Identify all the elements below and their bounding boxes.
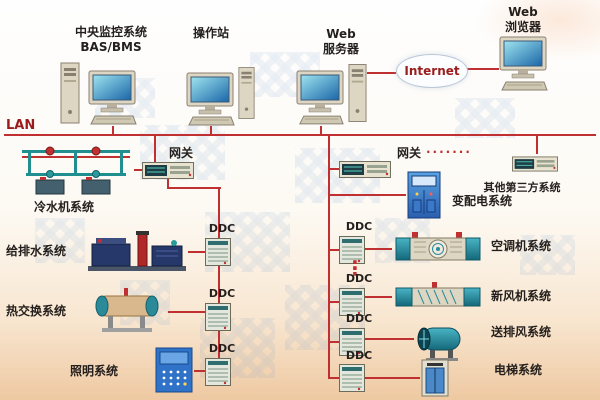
bus-continuation-dots: ⋮ — [345, 256, 365, 280]
lighting-system-label: 照明系统 — [69, 364, 118, 378]
ahu-system-label: 空调机系统 — [490, 239, 551, 253]
left-gateway-device — [142, 162, 194, 179]
right-gateway-label: 网关 — [396, 146, 421, 160]
connector-line — [329, 168, 339, 170]
connector-line — [210, 126, 212, 134]
connector-line — [365, 377, 420, 379]
connector-line — [167, 179, 169, 189]
lighting-panel-graphic — [154, 346, 194, 394]
operator-station-computer — [186, 64, 256, 126]
connector-line — [329, 249, 339, 251]
ddc-label: DDC — [208, 342, 236, 355]
connector-line — [365, 338, 414, 340]
operator-station-label: 操作站 — [192, 26, 229, 40]
power-cabinet-graphic — [406, 170, 442, 220]
connector-line — [329, 194, 406, 196]
connector-line — [365, 248, 392, 250]
ddc-controller — [339, 364, 365, 392]
connector-line — [112, 126, 114, 134]
water-system-label: 给排水系统 — [5, 244, 66, 258]
connector-line — [194, 370, 205, 372]
ddc-label: DDC — [345, 220, 373, 233]
ddc-controller — [205, 303, 231, 331]
connector-line — [329, 377, 339, 379]
fresh-air-system-label: 新风机系统 — [490, 289, 551, 303]
elevator-graphic — [418, 358, 452, 398]
exhaust-fan-system-label: 送排风系统 — [490, 325, 551, 339]
connector-line — [167, 187, 221, 189]
connector-line — [134, 169, 142, 171]
lan-label: LAN — [6, 118, 36, 133]
web-server-label: Web 服务器 — [322, 27, 359, 56]
ddc-label: DDC — [345, 349, 373, 362]
ddc-controller — [205, 358, 231, 386]
connector-line — [365, 296, 392, 298]
third-party-label: 其他第三方系统 — [483, 181, 561, 194]
web-browser-label: Web 浏览器 — [504, 5, 541, 34]
ddc-controller — [205, 238, 231, 266]
heat-exchanger-graphic — [90, 284, 168, 334]
gateway-continuation-dots: ······· — [426, 145, 472, 159]
third-party-device — [512, 153, 558, 175]
fresh-air-unit-graphic — [392, 280, 484, 312]
ddc-label: DDC — [208, 287, 236, 300]
web-browser-computer — [492, 34, 556, 96]
right-field-bus-line — [328, 136, 330, 379]
connector-line — [320, 126, 322, 134]
chiller-system-label: 冷水机系统 — [33, 200, 94, 214]
heat-exchange-label: 热交换系统 — [5, 304, 66, 318]
internet-cloud: Internet — [396, 54, 468, 88]
right-gateway-device — [339, 161, 391, 178]
connector-line — [154, 136, 156, 162]
web-server-computer — [296, 60, 368, 126]
connector-line — [536, 136, 538, 154]
left-field-bus-line — [218, 187, 220, 377]
connector-line — [329, 301, 339, 303]
ahu-graphic — [392, 228, 484, 266]
internet-label: Internet — [404, 64, 460, 78]
connector-line — [367, 72, 396, 74]
left-gateway-label: 网关 — [168, 146, 193, 160]
connector-line — [466, 68, 499, 70]
lan-bus-line — [4, 134, 596, 136]
fan-graphic — [412, 322, 468, 362]
central-station-computer — [58, 58, 163, 126]
ddc-label: DDC — [345, 272, 373, 285]
connector-line — [168, 311, 205, 313]
central-station-label: 中央监控系统 BAS/BMS — [74, 25, 147, 54]
connector-line — [188, 251, 205, 253]
ddc-label: DDC — [345, 312, 373, 325]
connector-line — [329, 341, 339, 343]
watermark-pattern — [455, 98, 515, 138]
chiller-system-graphic — [20, 144, 134, 198]
water-pumps-graphic — [86, 228, 188, 274]
power-system-label: 变配电系统 — [451, 194, 512, 208]
elevator-system-label: 电梯系统 — [493, 363, 542, 377]
ddc-label: DDC — [208, 222, 236, 235]
